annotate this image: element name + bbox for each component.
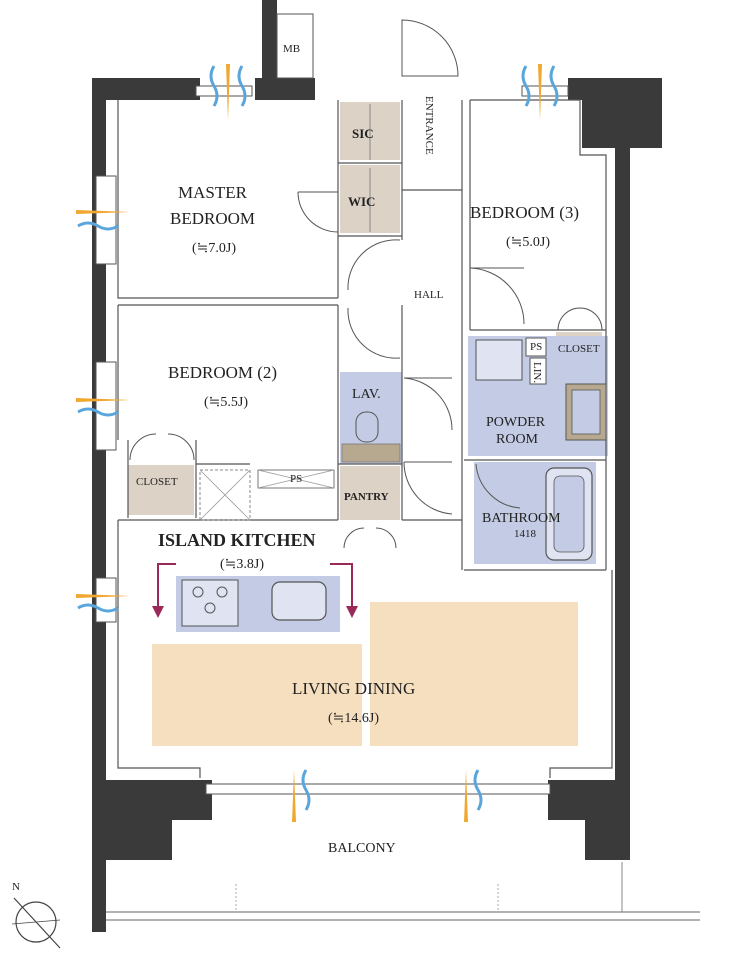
label-kitchen-area: (≒3.8J): [220, 557, 264, 572]
airflow-icons: [76, 64, 559, 822]
label-powder-2: ROOM: [496, 432, 539, 447]
label-closet-left: CLOSET: [136, 476, 178, 488]
airflow-icon: [464, 769, 483, 822]
airflow-icon: [209, 64, 247, 120]
closet-left-floor: [128, 465, 194, 515]
airflow-icon: [76, 210, 130, 231]
fridge-space: [199, 469, 251, 521]
airflow-icon: [76, 398, 130, 417]
label-sic: SIC: [352, 126, 374, 141]
washbasin-icon: [475, 339, 523, 381]
label-bedroom2: BEDROOM (2): [168, 363, 277, 382]
label-balcony: BALCONY: [328, 841, 396, 856]
label-living-area: (≒14.6J): [328, 711, 379, 726]
airflow-icon: [76, 594, 130, 613]
label-mb: MB: [283, 43, 300, 55]
label-wic: WIC: [348, 194, 375, 209]
label-bedroom3-area: (≒5.0J): [506, 235, 550, 250]
label-pantry: PANTRY: [344, 491, 389, 503]
label-bathroom-size: 1418: [514, 528, 537, 540]
label-powder-1: POWDER: [486, 415, 546, 430]
kitchen-sink-icon: [271, 581, 327, 621]
compass-north-label: N: [12, 881, 20, 893]
floor-fills: [128, 102, 608, 746]
fixtures: [106, 104, 700, 921]
label-kitchen: ISLAND KITCHEN: [158, 530, 316, 550]
label-ps-bath: PS: [530, 341, 542, 353]
pantry-floor: [340, 466, 400, 520]
label-bedroom3: BEDROOM (3): [470, 203, 579, 222]
toilet-icon: [355, 411, 379, 443]
label-lin: LIN.: [531, 362, 543, 383]
compass-icon: N: [11, 881, 61, 949]
exterior-walls: [92, 0, 662, 932]
doors: [129, 19, 603, 549]
kitchen-arrows: [152, 563, 358, 618]
living-floor-left: [152, 644, 362, 746]
room-labels: MB SIC WIC ENTRANCE HALL MASTER BEDROOM …: [136, 43, 600, 856]
label-bathroom: BATHROOM: [482, 511, 561, 526]
label-master-2: BEDROOM: [170, 209, 255, 228]
label-ps-kitchen: PS: [290, 473, 302, 485]
label-master-area: (≒7.0J): [192, 241, 236, 256]
airflow-icon: [292, 769, 311, 822]
label-bedroom2-area: (≒5.5J): [204, 395, 248, 410]
label-hall: HALL: [414, 289, 444, 301]
label-living: LIVING DINING: [292, 679, 415, 698]
label-entrance: ENTRANCE: [423, 96, 435, 155]
interior-walls: [117, 99, 613, 778]
label-master-1: MASTER: [178, 183, 248, 202]
airflow-icon: [521, 64, 559, 120]
living-floor-right: [370, 602, 578, 746]
label-lav: LAV.: [352, 387, 381, 402]
label-closet-right: CLOSET: [558, 343, 600, 355]
